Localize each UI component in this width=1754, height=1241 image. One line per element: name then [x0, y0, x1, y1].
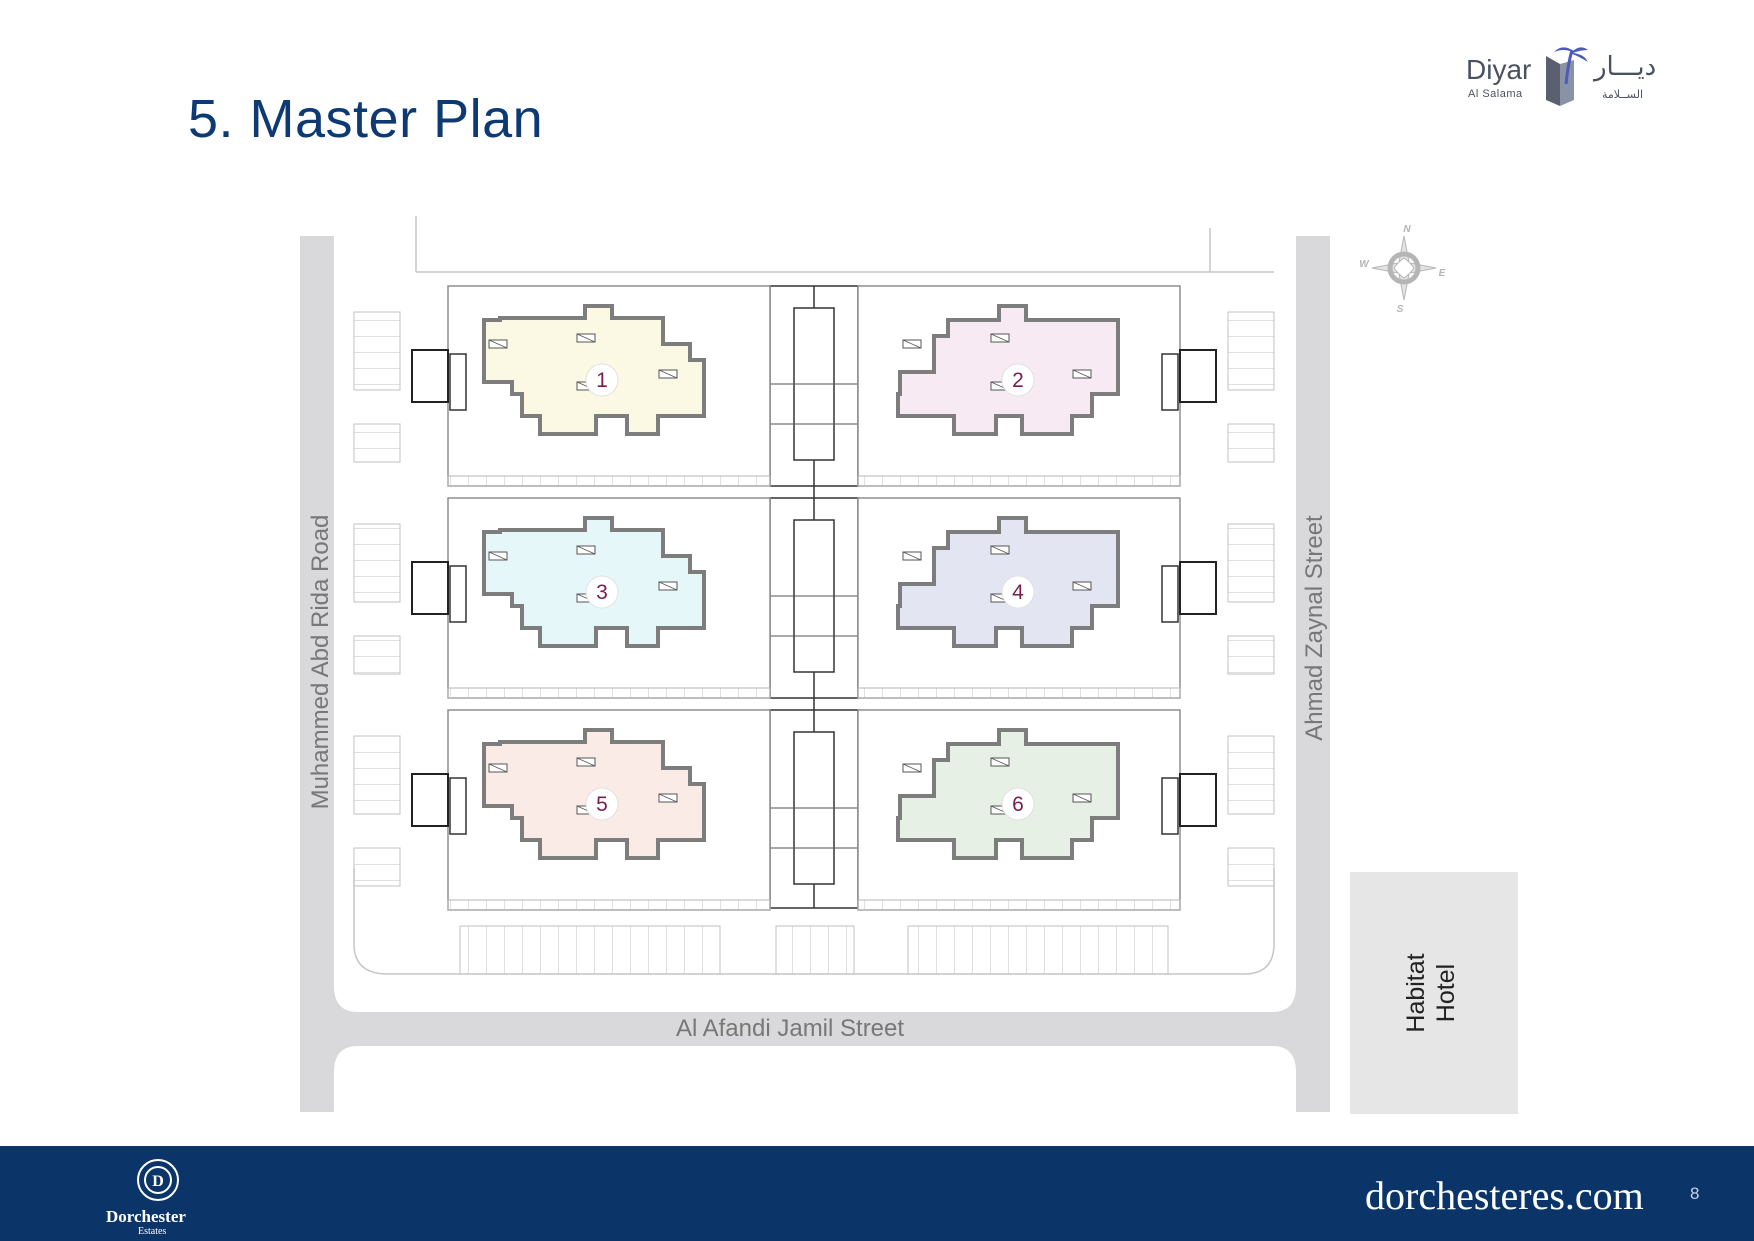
habitat-hotel-block: [1350, 872, 1518, 1114]
west-road: [300, 236, 334, 1112]
building-block-3: 3: [353, 497, 771, 699]
hotel-label-line1: Habitat: [1402, 953, 1430, 1032]
brand-sub: Estates: [138, 1226, 167, 1237]
building-number-badge: [1001, 363, 1035, 397]
building-block-4: 4: [857, 497, 1275, 699]
building-number: 1: [596, 369, 608, 392]
compass-rose-icon: N E S W: [1359, 224, 1445, 315]
south-street-label: Al Afandi Jamil Street: [676, 1015, 904, 1042]
logo-name-en: Diyar: [1466, 54, 1532, 85]
diyar-logo: Diyar Al Salama ديـــار الســلامة: [1462, 44, 1667, 110]
central-walkway: [769, 285, 859, 909]
brand-name: Dorchester: [106, 1207, 186, 1226]
east-street-label: Ahmad Zaynal Street: [1301, 515, 1328, 741]
west-street-label: Muhammed Abd Rida Road: [307, 515, 334, 810]
svg-text:D: D: [152, 1173, 164, 1190]
building-block-6: 6: [857, 709, 1275, 911]
logo-sub-ar: الســلامة: [1602, 88, 1644, 101]
building-block-5: 5: [353, 709, 771, 911]
building-number-badge: [1001, 575, 1035, 609]
palm-logo-icon: [1546, 47, 1588, 106]
page-number: 8: [1690, 1184, 1700, 1203]
building-number-badge: [585, 575, 619, 609]
south-road: [334, 986, 1296, 1072]
building-number-badge: [1001, 787, 1035, 821]
building-number-badge: [585, 363, 619, 397]
footer-bar: D Dorchester Estates dorchesteres.com 8: [0, 1146, 1754, 1241]
building-block-1: 1: [353, 285, 771, 487]
compass-e: E: [1439, 268, 1446, 279]
compass-s: S: [1397, 304, 1404, 315]
dorchester-emblem-icon: D: [137, 1159, 179, 1201]
logo-name-ar: ديـــار: [1594, 52, 1657, 82]
website-link[interactable]: dorchesteres.com: [1365, 1173, 1644, 1218]
compass-n: N: [1403, 224, 1411, 235]
master-plan-map: Habitat Hotel Muhammed Abd Rida Road Ahm…: [300, 216, 1518, 1114]
building-number: 2: [1012, 369, 1024, 392]
dorchester-logo: D Dorchester Estates: [98, 1158, 218, 1237]
building-number: 6: [1012, 793, 1024, 816]
building-number: 5: [596, 793, 608, 816]
east-road: [1296, 236, 1330, 1112]
hotel-label-line2: Hotel: [1432, 964, 1460, 1022]
building-number-badge: [585, 787, 619, 821]
page-title: 5. Master Plan: [188, 89, 544, 149]
logo-sub-en: Al Salama: [1468, 88, 1523, 100]
building-block-2: 2: [857, 285, 1275, 487]
compass-w: W: [1359, 259, 1370, 270]
building-number: 4: [1012, 581, 1024, 604]
building-number: 3: [596, 581, 608, 604]
